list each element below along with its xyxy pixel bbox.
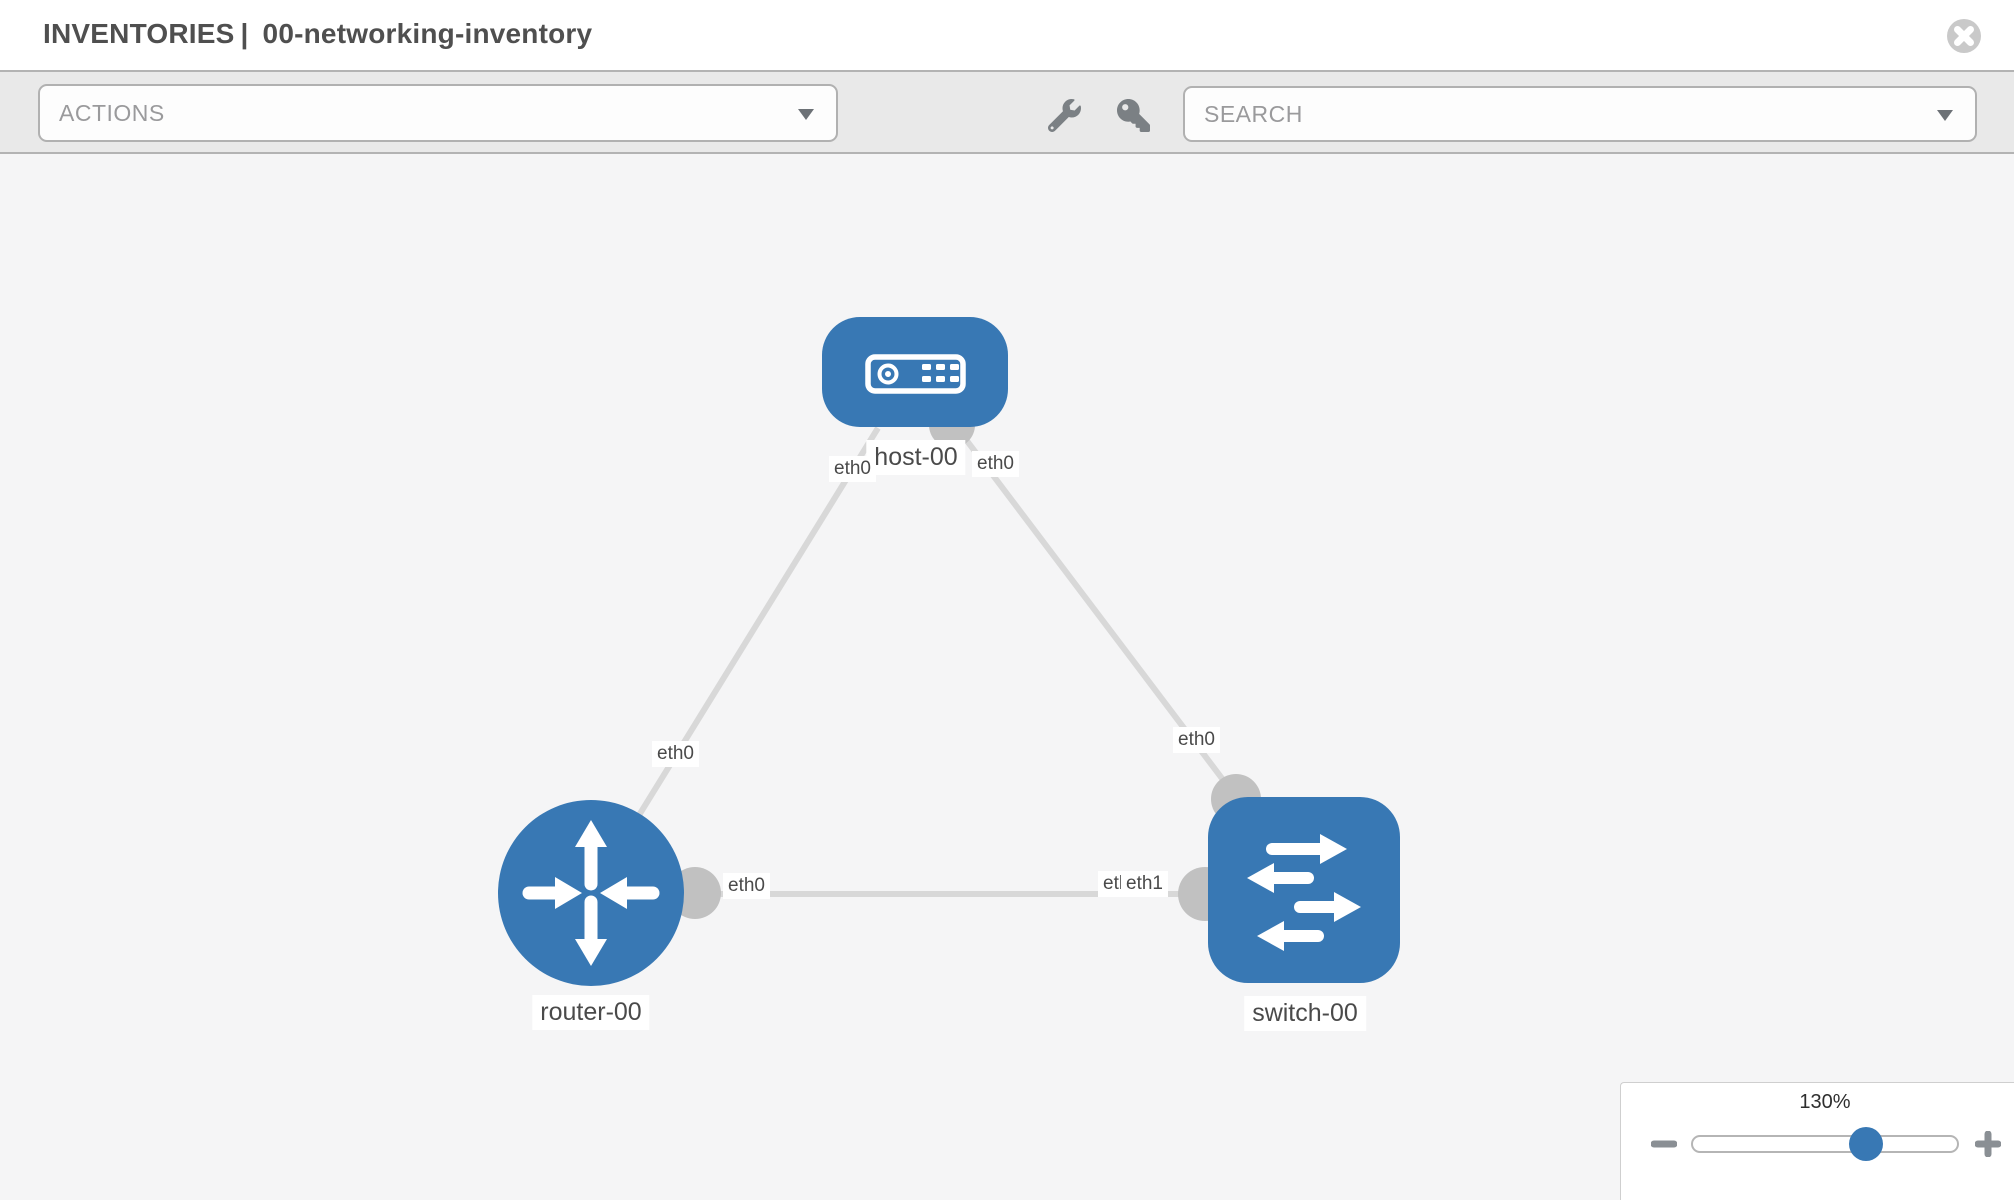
close-button[interactable] <box>1946 18 1982 54</box>
zoom-slider-handle[interactable] <box>1849 1127 1883 1161</box>
interface-label-host-eth0-right: eth0 <box>972 451 1019 477</box>
topology-canvas[interactable] <box>0 154 2014 1200</box>
node-host-00[interactable] <box>822 317 1008 427</box>
host-device-icon <box>865 354 966 394</box>
inventory-name: 00-networking-inventory <box>262 18 593 49</box>
interface-label-switch-eth1: eth1 <box>1121 871 1168 897</box>
zoom-panel: 130% <box>1620 1082 2014 1200</box>
page-title: INVENTORIES| 00-networking-inventory <box>43 18 598 50</box>
search-dropdown[interactable]: SEARCH <box>1183 86 1977 142</box>
credentials-button[interactable] <box>1117 98 1153 132</box>
node-label-switch: switch-00 <box>1244 996 1366 1031</box>
zoom-level: 130% <box>1799 1091 1851 1113</box>
node-label-host: host-00 <box>866 440 966 475</box>
toolbar: ACTIONS SEARCH <box>0 70 2014 154</box>
node-label-router: router-00 <box>532 995 650 1030</box>
interface-label-host-eth0-left: eth0 <box>829 456 876 482</box>
key-icon <box>1117 98 1150 132</box>
chevron-down-icon <box>798 109 814 120</box>
plus-icon <box>1974 1130 2002 1158</box>
title-section: INVENTORIES <box>43 18 235 49</box>
actions-dropdown[interactable]: ACTIONS <box>38 84 838 142</box>
chevron-down-icon <box>1937 110 1953 121</box>
node-switch-00[interactable] <box>1208 797 1400 983</box>
title-separator: | <box>240 18 249 49</box>
search-placeholder: SEARCH <box>1204 100 1303 127</box>
configure-button[interactable] <box>1048 98 1084 132</box>
interface-label-router-eth0-lateral: eth0 <box>723 873 770 899</box>
node-router-00[interactable] <box>498 800 684 986</box>
interface-label-switch-eth0-uplink: eth0 <box>1173 727 1220 753</box>
router-arrows-icon <box>522 820 660 966</box>
zoom-out-button[interactable] <box>1650 1131 1678 1157</box>
title-bar: INVENTORIES| 00-networking-inventory <box>0 0 2014 70</box>
actions-dropdown-label: ACTIONS <box>59 99 165 126</box>
switch-arrows-icon <box>1247 834 1361 951</box>
zoom-slider[interactable] <box>1691 1127 1959 1161</box>
interface-label-router-eth0-uplink: eth0 <box>652 741 699 767</box>
minus-icon <box>1650 1140 1678 1148</box>
topology-links-layer <box>588 402 1261 921</box>
zoom-in-button[interactable] <box>1974 1130 2002 1158</box>
close-icon <box>1947 19 1981 53</box>
wrench-icon <box>1048 98 1081 132</box>
